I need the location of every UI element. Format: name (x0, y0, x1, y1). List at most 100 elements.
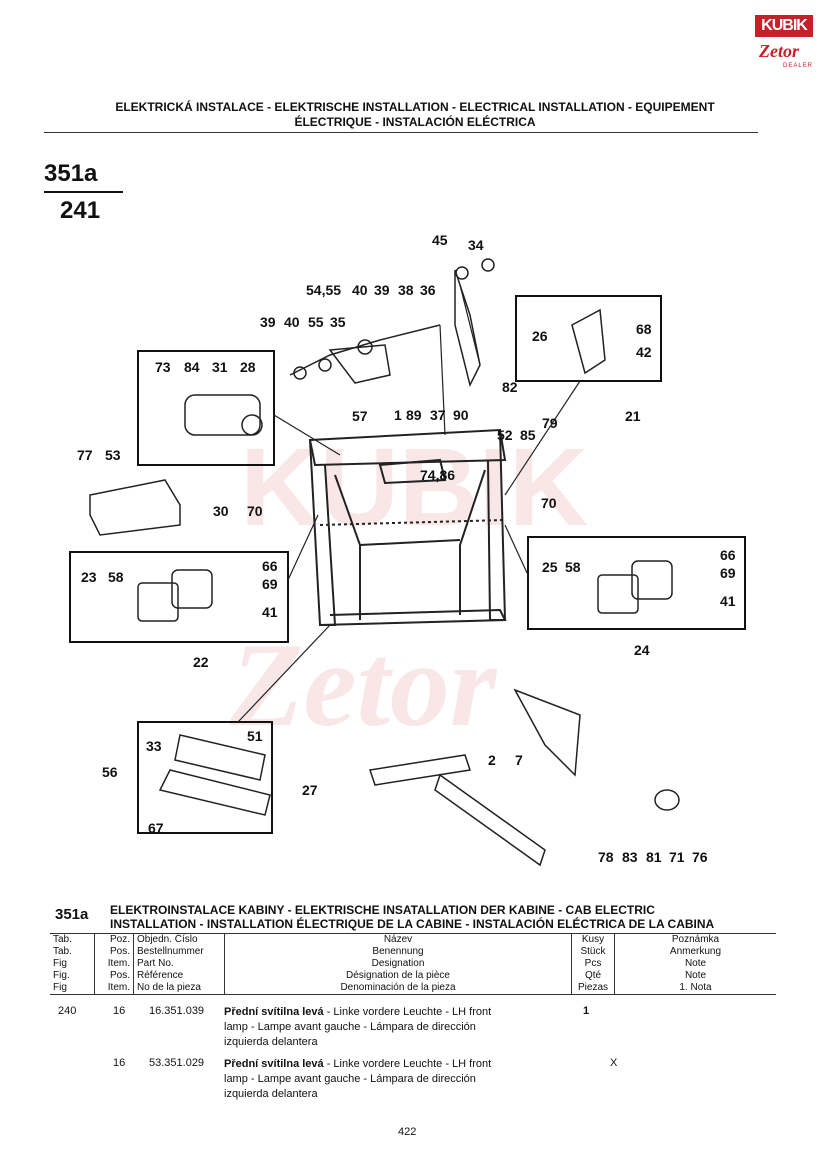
figure-divider (44, 191, 123, 193)
callout-45: 45 (432, 232, 448, 248)
detail-boxes (69, 295, 746, 834)
table-header-row: Tab. Poz. Objedn. Číslo Název Kusy Pozná… (50, 933, 776, 946)
entry-position: 16 (113, 1005, 126, 1017)
header-line-1: ELEKTRICKÁ INSTALACE - ELEKTRISCHE INSTA… (115, 100, 715, 114)
svg-text:KUBIK: KUBIK (240, 426, 588, 549)
header-line-2: ÉLECTRIQUE - INSTALACIÓN ELÉCTRICA (294, 115, 536, 129)
entry-name-line2: lamp - Lampe avant gauche - Lámpara de d… (224, 1021, 476, 1033)
entry-name-rest: - Linke vordere Leuchte - LH front (323, 1006, 492, 1018)
callout-41a: 41 (262, 604, 278, 620)
callout-33: 33 (146, 738, 162, 754)
callout-26: 26 (532, 328, 548, 344)
callout-30: 30 (213, 503, 229, 519)
callout-38: 38 (398, 282, 414, 298)
callout-42: 42 (636, 344, 652, 360)
callout-40b: 40 (284, 314, 300, 330)
callout-40: 40 (352, 282, 368, 298)
entry-name: Přední svítilna levá - Linke vordere Leu… (224, 1005, 554, 1050)
callout-76: 76 (692, 849, 708, 865)
callout-85: 85 (520, 427, 536, 443)
entry-tab: 240 (58, 1005, 77, 1017)
callout-69a: 69 (262, 576, 278, 592)
figure-number: 351a (44, 160, 98, 187)
part-shapes (89, 258, 680, 867)
callout-58b: 58 (565, 559, 581, 575)
callout-68: 68 (636, 321, 652, 337)
logo-kubik-text: KUBIK (755, 15, 813, 37)
callout-25: 25 (542, 559, 558, 575)
callout-24: 24 (634, 642, 650, 658)
cab-frame (308, 428, 507, 626)
table-header-row: Fig Item. No de la pieza Denominación de… (50, 982, 776, 995)
entry-name-line3: izquierda delantera (224, 1088, 318, 1100)
table-header-row: Tab. Pos. Bestellnummer Benennung Stück … (50, 946, 776, 958)
callout-66b: 66 (720, 547, 736, 563)
callout-1: 1 (394, 407, 402, 423)
callout-71: 71 (669, 849, 685, 865)
callout-81: 81 (646, 849, 662, 865)
callout-82: 82 (502, 379, 518, 395)
callout-27: 27 (302, 782, 318, 798)
callout-69b: 69 (720, 565, 736, 581)
leader-lines (237, 284, 581, 723)
callout-66a: 66 (262, 558, 278, 574)
header-rule (44, 132, 758, 133)
callout-73: 73 (155, 359, 171, 375)
entry-name-cz: Přední svítilna levá (224, 1006, 324, 1018)
callout-51: 51 (247, 728, 263, 744)
callout-31: 31 (212, 359, 228, 375)
callout-35: 35 (330, 314, 346, 330)
caption-figure-number: 351a (55, 906, 89, 923)
callout-39: 39 (374, 282, 390, 298)
caption-line-2: INSTALLATION - INSTALLATION ÉLECTRIQUE D… (110, 917, 715, 931)
callout-55: 55 (308, 314, 324, 330)
watermark: KUBIK Zetor (229, 426, 588, 751)
callout-52: 52 (497, 427, 513, 443)
callout-7: 7 (515, 752, 523, 768)
entry-position: 16 (113, 1057, 126, 1069)
callout-70b: 70 (541, 495, 557, 511)
caption-title: ELEKTROINSTALACE KABINY - ELEKTRISCHE IN… (110, 903, 770, 931)
callout-34: 34 (468, 237, 484, 253)
entry-part-number: 16.351.039 (149, 1005, 205, 1017)
svg-text:Zetor: Zetor (229, 618, 498, 751)
entry-quantity: 1 (583, 1005, 590, 1017)
callout-67: 67 (148, 820, 164, 836)
entry-name-cz: Přední svítilna levá (224, 1058, 324, 1070)
logo-zetor-text: Zetor (759, 41, 799, 61)
page-header: ELEKTRICKÁ INSTALACE - ELEKTRISCHE INSTA… (70, 100, 760, 130)
page-number: 422 (398, 1126, 417, 1138)
callout-39b: 39 (260, 314, 276, 330)
callout-28: 28 (240, 359, 256, 375)
callout-21: 21 (625, 408, 641, 424)
callout-53: 53 (105, 447, 121, 463)
table-header-row: Fig Item. Part No. Designation Pcs Note (50, 958, 776, 970)
entry-name: Přední svítilna levá - Linke vordere Leu… (224, 1057, 554, 1102)
callout-2: 2 (488, 752, 496, 768)
callout-90: 90 (453, 407, 469, 423)
callout-79: 79 (542, 415, 558, 431)
callout-22: 22 (193, 654, 209, 670)
entry-name-line2: lamp - Lampe avant gauche - Lámpara de d… (224, 1073, 476, 1085)
exploded-parts-diagram: KUBIK Zetor (69, 232, 746, 867)
callout-54-55: 54,55 (306, 282, 341, 298)
figure-subnumber: 241 (60, 197, 101, 224)
callout-77: 77 (77, 447, 93, 463)
callout-labels: 45 34 54,55 40 39 38 36 39 40 55 35 26 6… (77, 232, 736, 865)
callout-37: 37 (430, 407, 446, 423)
entry-part-number: 53.351.029 (149, 1057, 205, 1069)
entry-name-rest: - Linke vordere Leuchte - LH front (323, 1058, 492, 1070)
callout-36: 36 (420, 282, 436, 298)
callout-56: 56 (102, 764, 118, 780)
callout-83: 83 (622, 849, 638, 865)
callout-41b: 41 (720, 593, 736, 609)
callout-74-86: 74,86 (420, 467, 455, 483)
callout-78: 78 (598, 849, 614, 865)
parts-table-header: Tab. Poz. Objedn. Číslo Název Kusy Pozná… (50, 933, 776, 995)
table-header-row: Fig. Pos. Référence Désignation de la pi… (50, 970, 776, 982)
callout-84: 84 (184, 359, 200, 375)
callout-70a: 70 (247, 503, 263, 519)
callout-89: 89 (406, 407, 422, 423)
logo-dealer-text: DEALER (783, 63, 814, 69)
callout-58a: 58 (108, 569, 124, 585)
